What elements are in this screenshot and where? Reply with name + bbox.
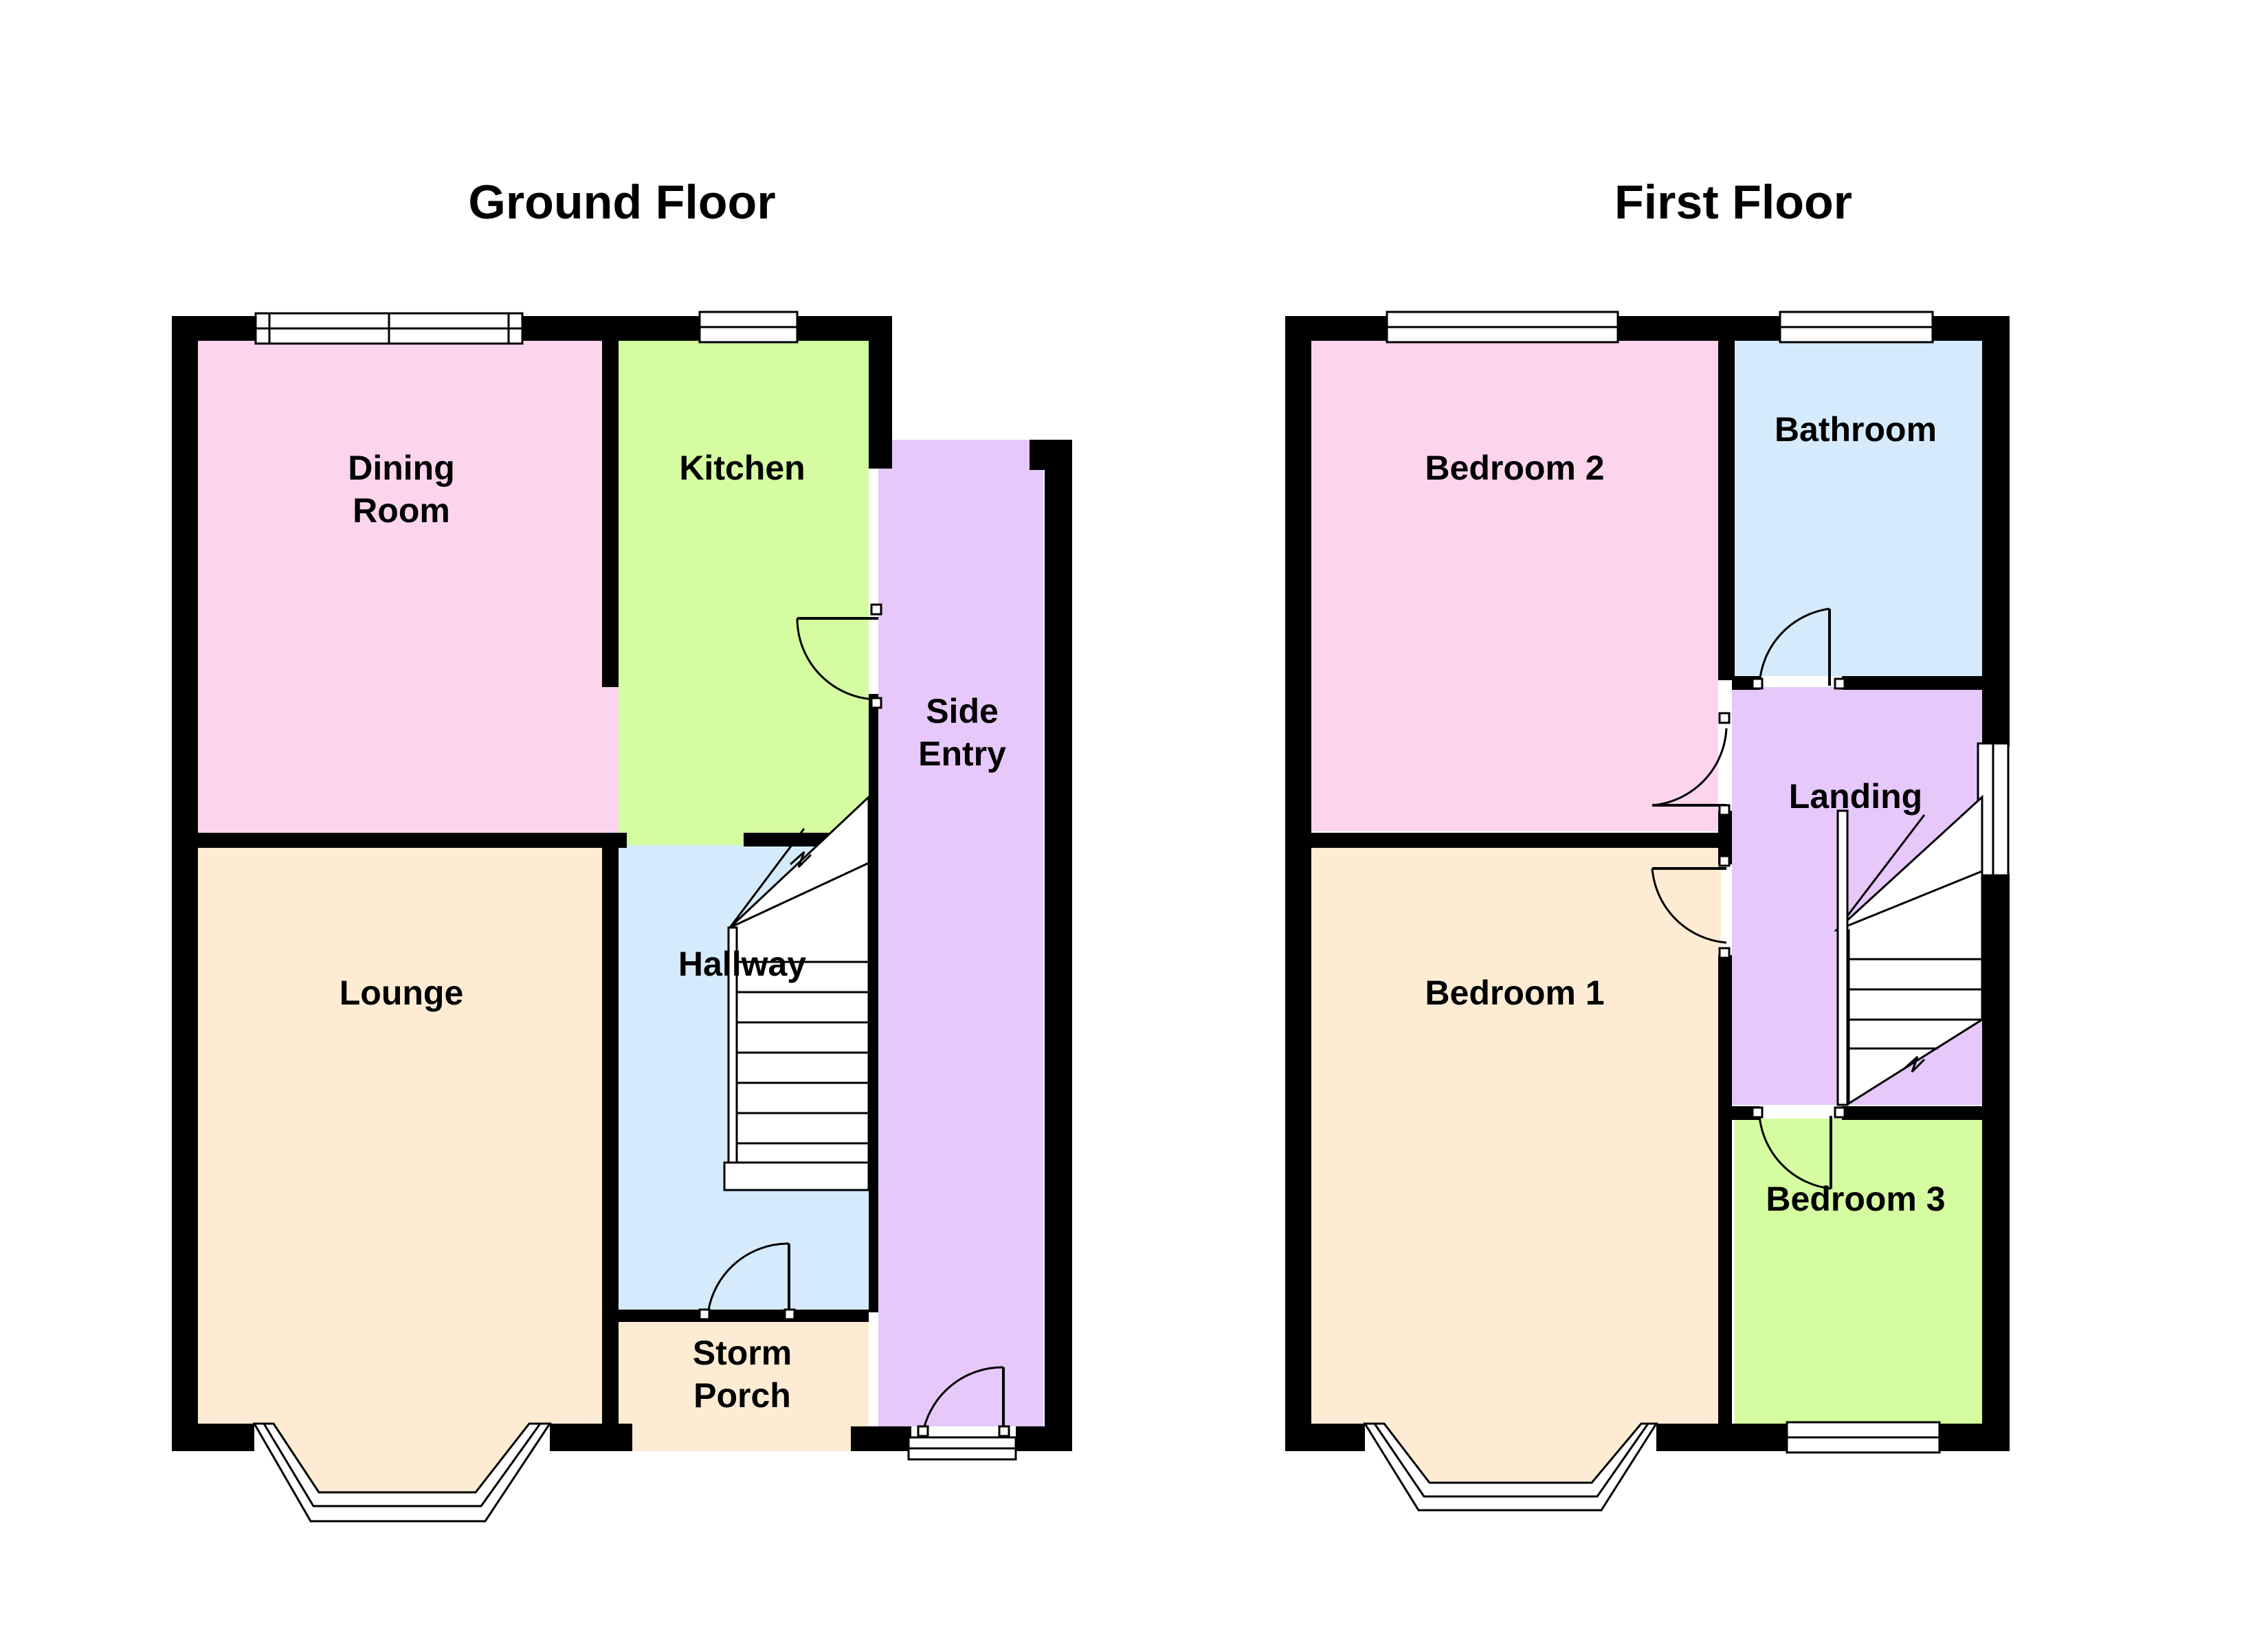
landing-label: Landing bbox=[1789, 777, 1922, 816]
porch-door bbox=[698, 1242, 796, 1321]
dining-room-label-line2: Room bbox=[353, 491, 450, 530]
dining-room-window bbox=[254, 312, 524, 345]
ground-floor-plan bbox=[172, 311, 1072, 1523]
bedroom-2-area bbox=[1311, 341, 1718, 831]
side-entry-label: Side bbox=[926, 692, 999, 730]
kitchen-window bbox=[698, 311, 799, 344]
ground-floor-staircase bbox=[723, 794, 870, 1191]
bedroom-3-window bbox=[1786, 1421, 1941, 1454]
bedroom-3-area bbox=[1735, 1119, 1982, 1424]
bathroom-label: Bathroom bbox=[1775, 410, 1937, 449]
side-entry-label-line2: Entry bbox=[918, 734, 1006, 773]
bathroom-area bbox=[1735, 341, 1982, 676]
bedroom-1-bay-window bbox=[1363, 1422, 1658, 1512]
ground-wall-hall-right bbox=[869, 694, 878, 1312]
first-wall-bed1-landing bbox=[1718, 955, 1732, 1424]
ground-floor-title: Ground Floor bbox=[468, 175, 775, 229]
lounge-bay-window bbox=[252, 1422, 552, 1523]
ground-wall-side-bottom-right bbox=[1016, 1426, 1072, 1451]
ground-wall-left bbox=[172, 316, 198, 1451]
ground-wall-lounge-bottom-right bbox=[550, 1424, 632, 1451]
ground-wall-side-right bbox=[1045, 440, 1072, 1451]
first-wall-bed2-bath bbox=[1718, 341, 1735, 680]
dining-room-area bbox=[198, 341, 619, 835]
first-wall-right-bottom bbox=[1982, 874, 2010, 1451]
ground-wall-side-bottom-left bbox=[878, 1426, 911, 1451]
first-wall-landing-bed3-right bbox=[1842, 1106, 1982, 1120]
bedroom-1-area bbox=[1311, 846, 1721, 1424]
hallway-label: Hallway bbox=[678, 945, 806, 983]
side-entry-door bbox=[917, 1366, 1010, 1437]
first-wall-bed2-bed1 bbox=[1311, 833, 1732, 848]
ground-wall-kitchen-right bbox=[869, 316, 892, 469]
ground-wall-lounge-dining bbox=[198, 833, 627, 848]
first-floor-plan bbox=[1285, 311, 2010, 1512]
ground-wall-porch-bottom-right bbox=[851, 1426, 878, 1451]
bathroom-door bbox=[1751, 607, 1846, 690]
first-wall-bath-landing bbox=[1842, 676, 1982, 690]
side-entry-window bbox=[907, 1436, 1017, 1461]
bathroom-window bbox=[1779, 311, 1934, 344]
first-wall-right-top bbox=[1982, 316, 2010, 746]
bedroom-2-door bbox=[1652, 712, 1731, 816]
ground-wall-hall-porch bbox=[619, 1310, 869, 1322]
ground-wall-lounge-hall bbox=[602, 846, 619, 1451]
storm-porch-label-line2: Porch bbox=[693, 1376, 791, 1415]
bedroom-1-door bbox=[1651, 855, 1731, 959]
bedroom-2-label: Bedroom 2 bbox=[1425, 449, 1604, 487]
first-floor-staircase bbox=[1834, 794, 1983, 1106]
lounge-area bbox=[198, 846, 602, 1424]
storm-porch-label: Storm bbox=[693, 1334, 792, 1372]
ground-wall-lounge-bottom-left bbox=[172, 1424, 254, 1451]
ground-wall-dining-kitchen bbox=[602, 341, 619, 687]
first-wall-bed1-bottom-left bbox=[1285, 1424, 1365, 1451]
lounge-bay-area bbox=[254, 1424, 550, 1512]
side-entry-area bbox=[878, 440, 1043, 1426]
bedroom-2-window bbox=[1386, 311, 1619, 344]
kitchen-side-door bbox=[796, 603, 882, 709]
first-floor-title: First Floor bbox=[1614, 175, 1852, 229]
lounge-label: Lounge bbox=[340, 974, 464, 1012]
bedroom-1-label: Bedroom 1 bbox=[1425, 974, 1604, 1012]
kitchen-label: Kitchen bbox=[679, 449, 805, 487]
kitchen-area bbox=[619, 341, 869, 845]
first-wall-left bbox=[1285, 316, 1311, 1451]
bedroom-3-label: Bedroom 3 bbox=[1766, 1180, 1945, 1218]
dining-room-label: Dining bbox=[348, 449, 455, 487]
bedroom-3-door bbox=[1751, 1106, 1846, 1190]
storm-porch-area bbox=[619, 1321, 869, 1451]
